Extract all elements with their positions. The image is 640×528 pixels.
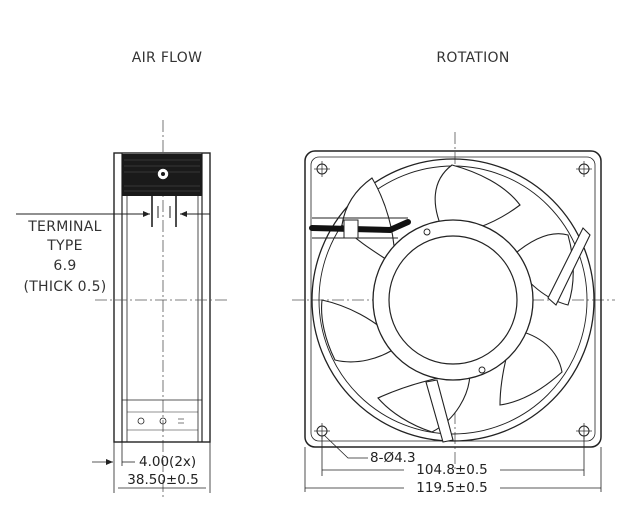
overall-width-dim: 119.5±0.5 [416, 480, 487, 496]
spoke [425, 379, 454, 443]
terminal-note-line2: TYPE [46, 238, 83, 254]
terminal-note-line3: 6.9 [53, 258, 76, 274]
depth-dim: 38.50±0.5 [127, 472, 198, 488]
spoke [547, 227, 591, 306]
front-view [292, 132, 615, 492]
side-view [16, 120, 228, 500]
hole-spec-dim: 8-Ø4.3 [370, 450, 416, 466]
marker-circle-icon [159, 417, 167, 425]
terminal-note: TERMINAL TYPE 6.9 (THICK 0.5) [23, 219, 106, 295]
terminal-note-line1: TERMINAL [27, 219, 102, 235]
motor-hub-outer [372, 219, 534, 381]
terminal-offset-dim: 4.00(2x) [139, 454, 196, 470]
lead-wire [309, 219, 411, 234]
venturi-ring [311, 158, 595, 442]
motor-hub [388, 235, 518, 365]
hole-pitch-dim: 104.8±0.5 [416, 462, 487, 478]
wire-clip [343, 219, 359, 239]
terminal-note-line4: (THICK 0.5) [23, 279, 106, 295]
front-view-title: ROTATION [436, 50, 509, 66]
side-view-title: AIR FLOW [132, 50, 203, 66]
ground-symbol-icon [137, 417, 145, 425]
fan-frame [304, 150, 602, 448]
